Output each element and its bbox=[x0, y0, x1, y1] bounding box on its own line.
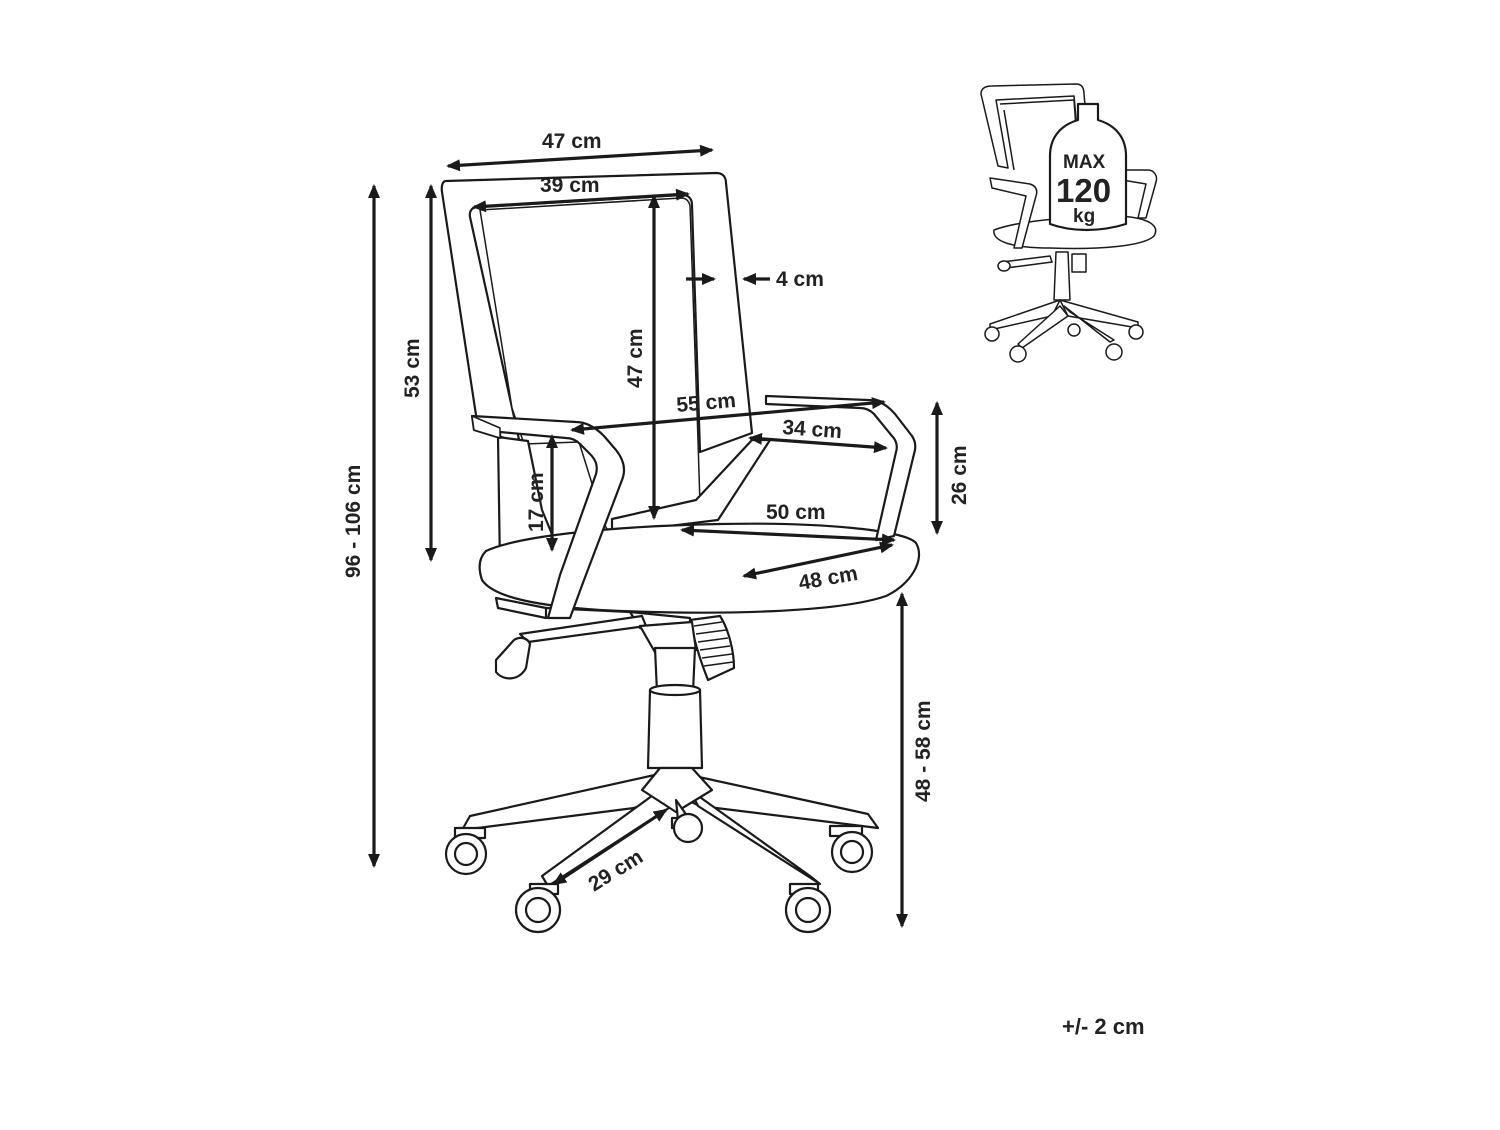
label-backrest-height: 53 cm bbox=[401, 338, 424, 398]
label-back-inner-width: 39 cm bbox=[540, 174, 600, 197]
label-armrest-height: 26 cm bbox=[948, 445, 971, 505]
dimension-lines bbox=[368, 144, 943, 928]
badge-120: 120 bbox=[1056, 172, 1111, 209]
label-outer-width: 55 cm bbox=[675, 389, 736, 417]
badge-kg: kg bbox=[1073, 206, 1095, 227]
weight-bottle bbox=[1048, 102, 1128, 232]
main-chair bbox=[440, 171, 921, 934]
cylinder-ring bbox=[648, 683, 702, 697]
label-mesh-height: 47 cm bbox=[624, 328, 647, 388]
tolerance-note: +/- 2 cm bbox=[1062, 1014, 1145, 1039]
label-armrest-inner-width: 34 cm bbox=[782, 416, 843, 443]
label-frame-thickness: 4 cm bbox=[776, 268, 824, 291]
tilt-lever bbox=[518, 614, 648, 644]
label-seat-width: 50 cm bbox=[766, 501, 826, 524]
label-total-height: 96 - 106 cm bbox=[342, 465, 365, 578]
knob-ridges bbox=[693, 621, 734, 667]
gas-cylinder bbox=[646, 688, 704, 770]
label-back-top-width: 47 cm bbox=[542, 130, 602, 153]
left-armrest-pad bbox=[471, 415, 501, 439]
label-seat-height: 48 - 58 cm bbox=[912, 700, 935, 802]
casters bbox=[444, 812, 874, 934]
lever-handle bbox=[494, 636, 532, 680]
label-arm-seat-gap: 17 cm bbox=[525, 472, 548, 532]
seat-underside bbox=[494, 596, 548, 620]
chair-base bbox=[460, 766, 880, 888]
load-capacity-illustration: MAX 120 kg bbox=[980, 83, 1158, 363]
badge-max: MAX bbox=[1063, 152, 1106, 173]
